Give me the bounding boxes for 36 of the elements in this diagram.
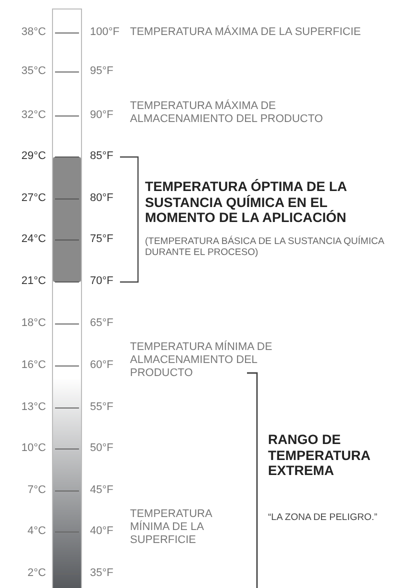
fahrenheit-label: 65°F (90, 317, 114, 330)
heading-text: RANGO DE TEMPERATURA EXTREMA (268, 432, 371, 479)
fahrenheit-label: 70°F (90, 275, 114, 288)
fahrenheit-label: 75°F (90, 233, 114, 246)
fahrenheit-label: 35°F (90, 567, 114, 580)
celsius-label: 38°C (20, 26, 46, 40)
annotation-text: TEMPERATURA MÁXIMA DE ALMACENAMIENTO DEL PRODUCTO (130, 100, 324, 126)
fahrenheit-label: 95°F (90, 65, 114, 78)
celsius-label: 27°C (20, 192, 46, 206)
celsius-label: 13°C (20, 401, 46, 414)
fahrenheit-label: 50°F (90, 442, 114, 456)
annotation-text: TEMPERATURA MÁXIMA DE LA SUPERFICIE (130, 26, 362, 40)
celsius-label: 35°C (20, 65, 46, 78)
celsius-label: 2°C (26, 567, 46, 580)
note-text: “LA ZONA DE PELIGRO.” (268, 512, 378, 524)
fahrenheit-label: 55°F (90, 401, 114, 414)
celsius-label: 29°C (20, 150, 46, 164)
heading-text: TEMPERATURA ÓPTIMA DE LA SUSTANCIA QUÍMICA EN EL MOMENTO DE LA APLICACIÓN (145, 179, 348, 226)
celsius-label: 32°C (20, 109, 46, 122)
annotation-text: TEMPERATURA MÍNIMA DE ALMACENAMIENTO DEL PRODUCTO (130, 341, 274, 381)
celsius-label: 10°C (20, 442, 46, 456)
fahrenheit-label: 40°F (90, 525, 114, 538)
fahrenheit-label: 100°F (90, 26, 120, 40)
celsius-label: 21°C (20, 275, 46, 288)
fahrenheit-label: 90°F (90, 109, 114, 122)
note-text: (TEMPERATURA BÁSICA DE LA SUSTANCIA QUÍMICA DURANTE EL PROCESO) (145, 236, 386, 259)
celsius-label: 18°C (20, 317, 46, 330)
annotation-text: TEMPERATURA MÍNIMA DE LA SUPERFICIE (130, 508, 214, 548)
celsius-label: 7°C (26, 484, 46, 498)
celsius-label: 16°C (20, 359, 46, 372)
celsius-label: 24°C (20, 233, 46, 246)
fahrenheit-label: 45°F (90, 484, 114, 498)
celsius-label: 4°C (26, 525, 46, 538)
fahrenheit-label: 80°F (90, 192, 114, 206)
fahrenheit-label: 60°F (90, 359, 114, 372)
fahrenheit-label: 85°F (90, 150, 114, 164)
